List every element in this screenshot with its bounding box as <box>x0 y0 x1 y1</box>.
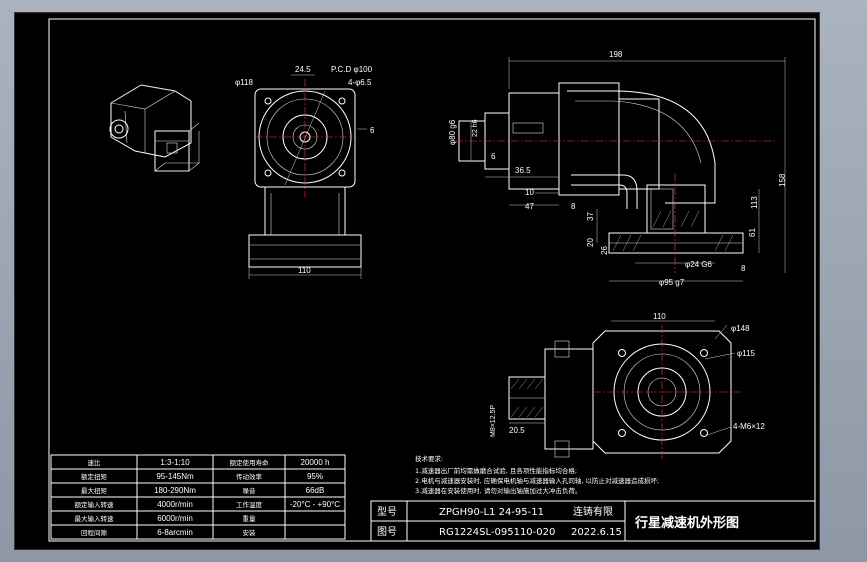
spec-cell: 安装 <box>243 528 257 537</box>
technical-drawing: 110 24.5 P.C.D φ100 4-φ6.5 φ118 6 <box>48 18 816 542</box>
spec-cell: 速比 <box>88 458 102 467</box>
dim-holes: 4-φ6.5 <box>348 78 372 87</box>
dim-dia-148: φ148 <box>731 324 750 333</box>
dim-keyway: 6 <box>491 152 496 161</box>
dim-thread: 4-M6×12 <box>733 422 765 431</box>
dim-20-5: 20.5 <box>509 426 525 435</box>
dim-20: 20 <box>586 238 595 247</box>
date: 2022.6.15 <box>571 527 622 538</box>
dim-8-b: 8 <box>741 264 746 273</box>
owner: 连铸有限 <box>573 505 613 518</box>
spec-cell: 6000r/min <box>157 514 193 523</box>
spec-cell: 传动效率 <box>236 472 263 481</box>
dim-bolt: M8×12.5P <box>490 405 497 437</box>
technical-notes: 技术要求: 1.减速器出厂前均需做磨合试验, 且各项性能指标均合格; 2.电机与… <box>415 454 659 495</box>
notes-heading: 技术要求: <box>415 454 443 463</box>
spec-cell: 4000r/min <box>157 500 193 509</box>
bottom-view: 110 φ148 φ115 4-M6×12 M8×12.5P 20.5 <box>490 312 765 461</box>
spec-table: 速比 1:3-1:10 额定使用寿命 20000 h 额定扭矩 95-145Nm 传动效率 9… <box>50 454 346 540</box>
drawing-value: RG1224SL-095110-020 <box>439 527 555 538</box>
spec-cell: 额定输入转速 <box>75 500 115 509</box>
dim-dia-115: φ115 <box>737 349 755 358</box>
dim-8-a: 8 <box>571 202 576 211</box>
front-view: 110 24.5 P.C.D φ100 4-φ6.5 φ118 6 <box>235 65 375 279</box>
spec-cell: 额定使用寿命 <box>230 458 270 467</box>
dim-158: 158 <box>778 173 787 187</box>
drawing-label: 图号 <box>377 526 397 538</box>
dim-overall-length: 198 <box>609 50 623 59</box>
spec-cell: 95-145Nm <box>156 472 194 481</box>
dim-pilot-dia: φ24 G6 <box>685 260 713 269</box>
spec-cell: 工作温度 <box>236 500 263 509</box>
title-block: 型号 ZPGH90-L1 24-95-11 连铸有限 图号 RG1224SL-0… <box>370 500 816 542</box>
spec-cell: 额定扭矩 <box>81 472 108 481</box>
dim-shaft-key: 22 h6 <box>472 119 479 137</box>
dim-10: 10 <box>525 188 534 197</box>
spec-cell: 6-8arcmin <box>157 528 193 537</box>
dim-outer-dia: φ95 g7 <box>659 278 685 287</box>
spec-cell: 最大扭矩 <box>81 486 108 495</box>
dim-pcd: P.C.D φ100 <box>331 65 373 74</box>
dim-26: 26 <box>600 246 609 255</box>
side-view: 198 φ80 g6 22 h6 6 36.5 10 47 8 37 20 26… <box>448 50 787 287</box>
dim-flange-dia: φ118 <box>235 78 253 87</box>
spec-cell: 180-290Nm <box>154 486 196 495</box>
dim-37: 37 <box>586 212 595 221</box>
model-label: 型号 <box>377 505 397 518</box>
dim-shaft-6: 6 <box>370 126 375 135</box>
dim-shaft-dia: φ80 g6 <box>448 119 457 145</box>
dim-61: 61 <box>748 228 757 237</box>
spec-cell: 1:3-1:10 <box>160 458 190 467</box>
dim-top-110: 110 <box>653 312 666 321</box>
spec-cell: 噪音 <box>243 486 257 495</box>
spec-cell: 最大输入转速 <box>75 514 115 523</box>
dim-113: 113 <box>750 196 759 209</box>
spec-cell: 95% <box>307 472 323 481</box>
isometric-view <box>109 84 200 172</box>
dim-47: 47 <box>525 202 534 211</box>
spec-cell: 重量 <box>243 515 257 523</box>
spec-cell: 20000 h <box>301 458 330 467</box>
dim-36-5: 36.5 <box>515 166 531 175</box>
spec-cell: 回程间隙 <box>81 528 108 537</box>
model-value: ZPGH90-L1 24-95-11 <box>439 507 544 518</box>
notes-line-3: 3.减速器在安装使用时, 请勿对输出轴施加过大冲击负荷。 <box>415 486 581 495</box>
spec-cell: 66dB <box>306 486 325 495</box>
spec-cell: -20°C - +90°C <box>290 500 340 509</box>
drawing-title: 行星减速机外形图 <box>634 515 739 531</box>
dim-24-5: 24.5 <box>295 65 311 74</box>
notes-line-1: 1.减速器出厂前均需做磨合试验, 且各项性能指标均合格; <box>415 466 577 475</box>
notes-line-2: 2.电机与减速器安装时, 应确保电机轴与减速器输入孔同轴, 以防止对减速器造成损… <box>415 476 659 485</box>
drawing-sheet: 110 24.5 P.C.D φ100 4-φ6.5 φ118 6 <box>14 12 820 550</box>
dim-base-width: 110 <box>298 266 311 275</box>
